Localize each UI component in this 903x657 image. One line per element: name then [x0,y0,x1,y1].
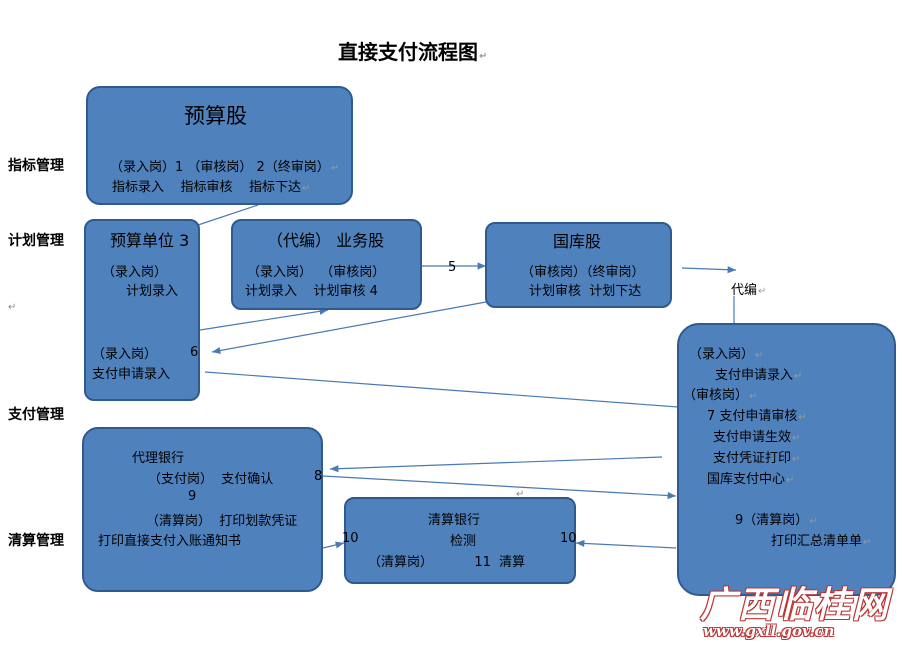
watermark-url: www.gxll.gov.cn [703,622,835,640]
business-section-actions: 计划录入 计划审核 4 [245,284,378,299]
clearing-bank-line2: （清算岗） 11 清算 [368,555,526,570]
agent-bank-line3: 打印直接支付入账通知书 [98,534,242,549]
agent-bank-box: 代理银行 （支付岗） 支付确认 9 （清算岗） 打印划款凭证 打印直接支付入账通… [82,427,323,592]
arrow-agent-to-clearing [322,541,345,549]
row-label-index: 指标管理 [8,158,64,174]
diagram-title: 直接支付流程图↵ [338,40,488,64]
arrow-treasury-to-daibian [681,266,737,274]
budget-unit-title: 预算单位 3 [110,231,190,250]
budget-unit-role1: （录入岗） [102,265,168,280]
paragraph-mark-2: ↵ [516,489,525,500]
clearing-bank-title: 清算银行 [428,513,481,528]
agent-bank-title: 代理银行 [132,451,185,466]
center-action6: 打印汇总清单单↵ [771,534,872,549]
center-role3: 9（清算岗）↵ [735,513,818,528]
clearing-bank-line1: 检测 [450,534,477,549]
arrow-treasury-to-unit [211,301,487,355]
line-unit-to-center [204,371,679,408]
budget-section-roles: （录入岗）1 （审核岗） 2（终审岗）↵ [110,160,340,175]
arrow-agent-to-center [322,475,677,500]
arrow-center-to-clearing [575,539,677,549]
treasury-center-box: （录入岗）↵ 支付申请录入↵ （审核岗）↵ 7 支付申请审核↵ 支付申请生效↵ … [677,323,896,596]
arrow-center-to-agent [329,456,663,473]
label-step-8: 8 [314,469,323,484]
budget-unit-box: 预算单位 3 （录入岗） 计划录入 （录入岗） 6 支付申请录入 [84,219,200,401]
budget-unit-role2: （录入岗） [92,347,158,362]
agent-bank-line2: （清算岗） 打印划款凭证 [146,514,298,529]
line-budget-to-unit [197,204,259,226]
budget-section-box: 预算股 （录入岗）1 （审核岗） 2（终审岗）↵ 指标录入 指标审核 指标下达↵ [86,86,353,205]
watermark-logo: 广西临桂网 [700,584,891,626]
label-step-5: 5 [448,260,457,275]
center-action4: 支付凭证打印↵ [713,451,801,466]
row-label-plan: 计划管理 [8,233,64,249]
budget-section-title: 预算股 [184,104,247,128]
center-role1: （录入岗）↵ [689,347,764,362]
treasury-section-roles: （审核岗）（终审岗） [521,265,645,280]
clearing-bank-box: 清算银行 检测 （清算岗） 11 清算 [344,497,576,584]
row-label-clear: 清算管理 [8,533,64,549]
treasury-section-box: 国库股 （审核岗）（终审岗） 计划审核 计划下达 [485,222,672,308]
center-action5: 国库支付中心↵ [707,472,795,487]
treasury-section-title: 国库股 [553,232,602,251]
label-daibian: 代编↵ [731,283,767,298]
business-section-box: （代编） 业务股 （录入岗） （审核岗） 计划录入 计划审核 4 [231,219,422,310]
budget-section-actions: 指标录入 指标审核 指标下达↵ [112,180,311,195]
budget-unit-action2: 支付申请录入 [92,367,171,382]
business-section-roles: （录入岗） （审核岗） [247,265,386,280]
budget-unit-action1: 计划录入 [126,284,179,299]
arrow-unit-to-business [199,307,329,331]
center-action3: 支付申请生效↵ [713,430,801,445]
center-action2: 7 支付申请审核↵ [707,409,807,424]
budget-unit-num6: 6 [190,345,199,360]
row-label-pay: 支付管理 [8,407,64,423]
center-action1: 支付申请录入↵ [715,368,803,383]
paragraph-mark: ↵ [8,302,17,313]
agent-bank-num9: 9 [188,489,197,504]
treasury-section-actions: 计划审核 计划下达 [529,284,642,299]
business-section-title: （代编） 业务股 [267,231,385,250]
center-role2: （审核岗）↵ [683,388,758,403]
label-step-10-right: 10 [560,531,577,546]
label-step-10-left: 10 [342,531,359,546]
agent-bank-line1: （支付岗） 支付确认 [148,472,274,487]
